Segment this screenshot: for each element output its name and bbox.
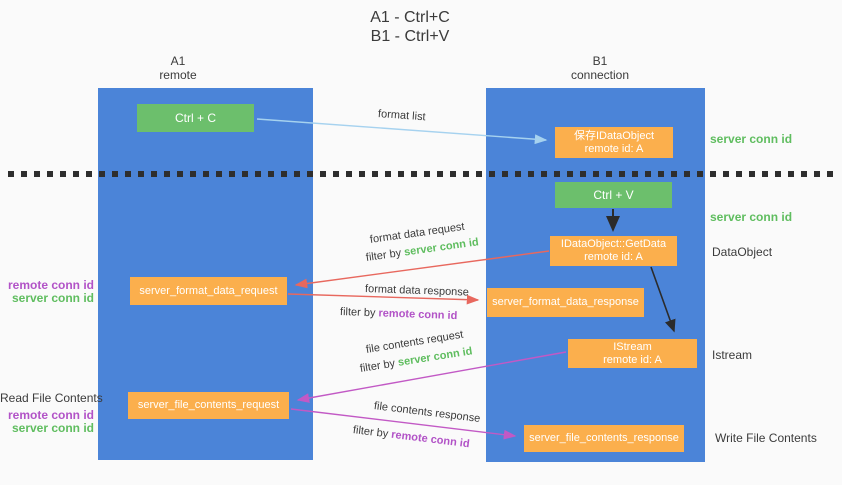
node-server-file-contents-response: server_file_contents_response [524, 425, 684, 452]
filter-by-text: filter by [339, 306, 376, 320]
diagram-title: A1 - Ctrl+C B1 - Ctrl+V [0, 8, 820, 46]
server-file-contents-request-label: server_file_contents_request [137, 399, 280, 411]
node-server-format-data-response: server_format_data_response [487, 288, 644, 317]
ctrl-c-label: Ctrl + C [174, 111, 216, 125]
file-response-filter-label: filter by remote conn id [352, 424, 470, 450]
column-a1-title: A1 [170, 54, 186, 68]
filter-by-text: filter by [359, 357, 396, 375]
left-label-server-conn-id-1: server conn id [11, 291, 94, 305]
format-response-filter-label: filter by remote conn id [340, 306, 458, 322]
left-label-server-conn-id-2: server conn id [11, 421, 94, 435]
server-file-contents-response-label: server_file_contents_response [529, 432, 679, 444]
title-line-2: B1 - Ctrl+V [370, 28, 450, 45]
dotted-divider-line [8, 171, 835, 177]
save-idataobject-line2: remote id: A [584, 142, 644, 155]
left-label-read-file-contents: Read File Contents [0, 391, 103, 405]
format-list-label: format list [377, 108, 426, 124]
ctrl-v-label: Ctrl + V [593, 188, 634, 202]
getdata-line2: remote id: A [584, 251, 643, 263]
remote-conn-id-text: remote conn id [390, 428, 471, 451]
left-read-file-stack: Read File Contents remote conn id server… [0, 391, 103, 435]
server-format-data-request-label: server_format_data_request [139, 284, 278, 297]
node-save-idataobject: 保存IDataObject remote id: A [555, 127, 673, 158]
node-server-file-contents-request: server_file_contents_request [128, 392, 289, 419]
node-ctrl-c: Ctrl + C [137, 104, 254, 132]
filter-by-text: filter by [365, 247, 402, 264]
column-a1-subtitle: remote [159, 68, 197, 82]
column-b1-subtitle: connection [570, 68, 630, 82]
column-header-a1: A1 remote [128, 54, 228, 82]
server-format-data-response-label: server_format_data_response [492, 296, 639, 308]
left-label-remote-conn-id-1: remote conn id [7, 278, 94, 292]
right-label-istream: Istream [712, 348, 753, 362]
node-server-format-data-request: server_format_data_request [130, 277, 287, 305]
file-contents-response-label: file contents response [373, 400, 481, 425]
column-b1-title: B1 [592, 54, 608, 68]
right-label-write-file-contents: Write File Contents [715, 431, 817, 445]
right-label-server-conn-id-top: server conn id [710, 132, 793, 146]
istream-line1: IStream [613, 340, 652, 353]
format-data-response-label: format data response [364, 283, 470, 299]
left-label-remote-conn-id-2: remote conn id [7, 408, 94, 422]
node-istream: IStream remote id: A [568, 339, 697, 368]
left-conn-id-stack-1: remote conn id server conn id [0, 279, 94, 305]
node-idataobject-getdata: IDataObject::GetData remote id: A [550, 236, 677, 266]
filter-by-text: filter by [352, 424, 389, 441]
right-label-dataobject: DataObject [712, 245, 773, 259]
save-idataobject-line1: 保存IDataObject [573, 129, 655, 142]
right-label-server-conn-id-mid: server conn id [710, 210, 793, 224]
column-header-b1: B1 connection [550, 54, 650, 82]
getdata-line1: IDataObject::GetData [560, 238, 667, 250]
istream-line2: remote id: A [603, 353, 662, 366]
title-line-1: A1 - Ctrl+C [370, 9, 450, 26]
remote-conn-id-text: remote conn id [378, 307, 458, 323]
node-ctrl-v: Ctrl + V [555, 182, 672, 208]
